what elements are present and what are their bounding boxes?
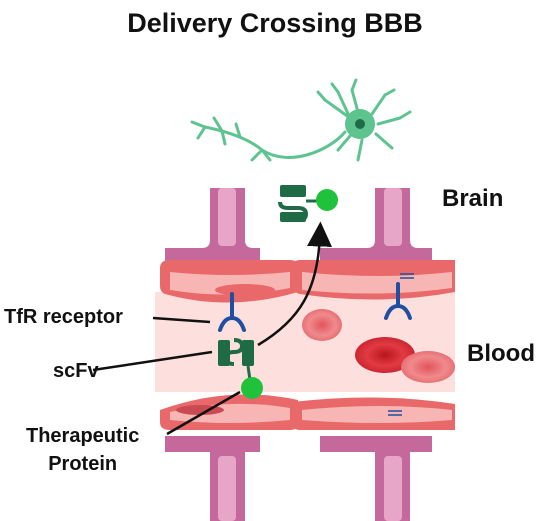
transcytosis-arrow (257, 221, 333, 347)
therapeutic-protein (241, 377, 263, 399)
endothelium-top (160, 260, 455, 303)
red-blood-cell (302, 309, 342, 341)
red-blood-cells (302, 309, 455, 383)
neuron (190, 78, 412, 162)
label-scfv: scFv (53, 360, 99, 382)
endothelium-bottom (160, 394, 455, 430)
astrocyte-feet-top (165, 188, 432, 262)
tfr-receptor (218, 292, 246, 332)
therapeutic-protein-brain (316, 189, 338, 211)
label-therapeutic-line2: Protein (48, 453, 118, 475)
label-brain: Brain (442, 185, 504, 212)
label-therapeutic-line1: Therapeutic (26, 425, 140, 447)
leader-lines (92, 316, 241, 436)
red-blood-cell (401, 351, 455, 383)
astrocyte-feet-bottom (165, 436, 432, 521)
label-therapeutic-protein: Therapeutic Protein (26, 422, 139, 478)
label-blood: Blood (467, 340, 535, 367)
scfv-complex-brain (278, 185, 338, 222)
neuron-nucleus (355, 119, 365, 129)
tfr-receptor-2 (384, 282, 412, 320)
scfv-complex (218, 338, 263, 399)
red-blood-cell (355, 337, 415, 373)
label-tfr-receptor: TfR receptor (4, 306, 123, 328)
tight-junctions (388, 273, 414, 416)
diagram-title: Delivery Crossing BBB (127, 8, 423, 38)
